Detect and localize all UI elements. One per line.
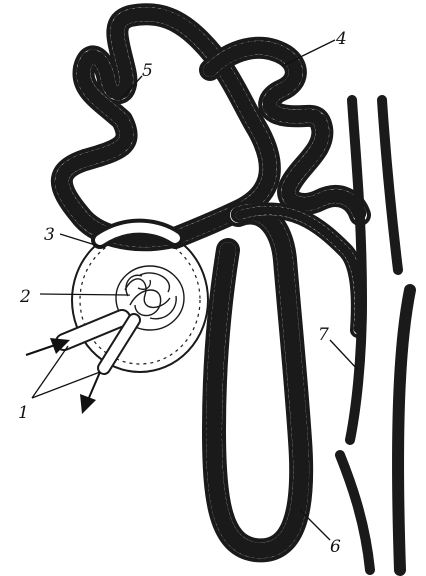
label-3: 3 — [44, 225, 55, 245]
collecting-duct-right — [382, 100, 410, 570]
label-1: 1 — [18, 403, 29, 423]
leader-1-in — [32, 346, 68, 398]
label-4: 4 — [335, 29, 347, 49]
label-7: 7 — [318, 325, 329, 345]
leader-7 — [330, 340, 358, 370]
loop-of-henle — [214, 212, 301, 550]
label-5: 5 — [142, 61, 153, 81]
label-6: 6 — [330, 537, 341, 557]
label-2: 2 — [19, 287, 31, 307]
